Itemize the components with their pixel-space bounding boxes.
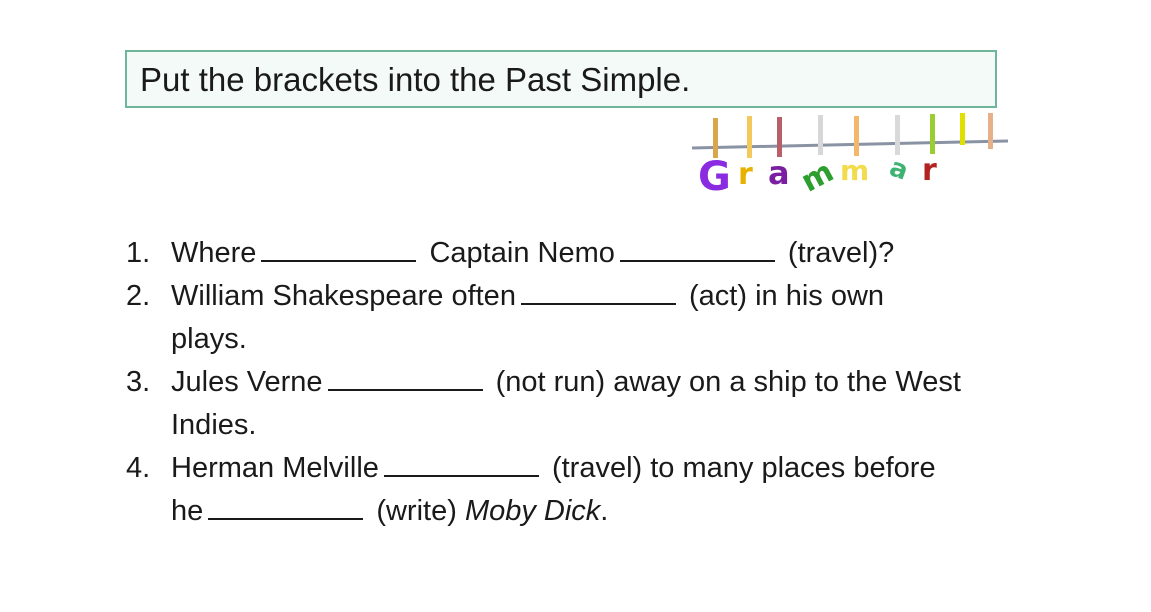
clothespin bbox=[818, 115, 823, 155]
answer-blank bbox=[327, 363, 483, 391]
logo-letter-m: m bbox=[840, 154, 869, 187]
exercise-list: 1. Where Captain Nemo (travel)? 2. Willi… bbox=[126, 232, 966, 533]
clothespin bbox=[777, 117, 782, 157]
text-segment: (not run) away on a ship to the West Ind… bbox=[171, 366, 961, 441]
logo-letter-a: a bbox=[885, 152, 912, 186]
text-segment: . bbox=[600, 495, 609, 527]
clothespin bbox=[988, 113, 993, 149]
grammar-logo: G r a m m a r bbox=[691, 113, 1009, 200]
exercise-item-2: 2. William Shakespeare often (act) in hi… bbox=[126, 275, 966, 361]
item-text: Where Captain Nemo (travel)? bbox=[171, 232, 966, 275]
clothespin bbox=[854, 116, 859, 156]
logo-letter-g: G bbox=[698, 154, 731, 200]
answer-blank bbox=[619, 234, 775, 262]
exercise-item-1: 1. Where Captain Nemo (travel)? bbox=[126, 232, 966, 275]
text-segment: Captain Nemo bbox=[429, 237, 615, 269]
text-segment: William Shakespeare often bbox=[171, 280, 516, 312]
item-text: Jules Verne (not run) away on a ship to … bbox=[171, 361, 966, 447]
instruction-text: Put the brackets into the Past Simple. bbox=[140, 60, 691, 98]
text-segment: (act) in his own plays. bbox=[171, 280, 885, 355]
text-segment: (travel) to many places before he bbox=[171, 452, 936, 527]
text-segment: (travel)? bbox=[787, 237, 895, 269]
item-text: William Shakespeare often (act) in his o… bbox=[171, 275, 966, 361]
clothespin bbox=[747, 116, 752, 158]
answer-blank bbox=[261, 234, 417, 262]
answer-blank bbox=[383, 449, 539, 477]
clothespin bbox=[960, 113, 965, 145]
exercise-item-4: 4. Herman Melville (travel) to many plac… bbox=[126, 447, 966, 533]
item-text: Herman Melville (travel) to many places … bbox=[171, 447, 966, 533]
clothespin bbox=[713, 118, 718, 158]
clothesline bbox=[691, 139, 1009, 150]
logo-letter-r: r bbox=[922, 153, 937, 188]
text-segment: Where bbox=[171, 237, 257, 269]
text-segment: Jules Verne bbox=[171, 366, 323, 398]
instruction-box: Put the brackets into the Past Simple. bbox=[125, 50, 997, 108]
logo-letter-a: a bbox=[768, 154, 790, 192]
answer-blank bbox=[520, 277, 676, 305]
book-title: Moby Dick bbox=[464, 495, 601, 527]
clothespin bbox=[895, 115, 900, 155]
clothespin bbox=[930, 114, 935, 154]
answer-blank bbox=[208, 492, 364, 520]
item-number: 1. bbox=[126, 237, 151, 269]
item-number: 3. bbox=[126, 366, 151, 398]
exercise-item-3: 3. Jules Verne (not run) away on a ship … bbox=[126, 361, 966, 447]
logo-letter-r: r bbox=[738, 157, 753, 192]
logo-letter-m: m bbox=[795, 154, 839, 200]
text-segment: Herman Melville bbox=[171, 452, 379, 484]
item-number: 4. bbox=[126, 452, 151, 484]
text-segment: (write) bbox=[376, 495, 457, 527]
item-number: 2. bbox=[126, 280, 151, 312]
